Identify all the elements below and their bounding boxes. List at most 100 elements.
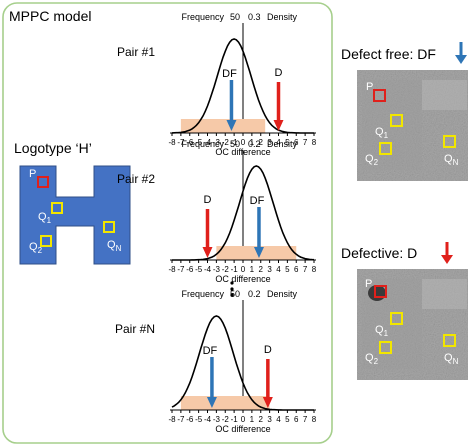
x-tick-label: 7 [303,415,308,424]
d-arrow-label: D [204,194,212,206]
x-tick-label: -6 [186,265,194,274]
histogram-band [180,119,266,133]
x-tick-label: 1 [250,415,255,424]
pair-label: Pair #N [115,322,155,336]
x-axis-title: OC difference [215,274,270,284]
d-arrow-label: D [264,344,272,356]
p-marker [37,176,49,188]
x-tick-label: 1 [250,265,255,274]
defect-free-title: Defect free: DF [341,46,436,62]
x-tick-label: -4 [204,138,212,147]
defect-free-image: P Q1 Q2 QN [357,70,468,181]
qn-label: QN [107,239,122,253]
x-tick-label: 7 [303,265,308,274]
x-tick-label: 4 [276,415,281,424]
d-arrow-head [273,120,284,131]
x-tick-label: -3 [213,415,221,424]
p-marker-d [374,285,387,298]
x-tick-label: -7 [177,415,185,424]
x-tick-label: 4 [276,138,281,147]
df-arrow-head [206,397,217,408]
q2-marker [40,235,52,247]
histogram-band [180,396,270,410]
frequency-label: Frequency [181,289,224,299]
x-tick-label: -5 [195,265,203,274]
x-tick-label: -6 [186,138,194,147]
x-tick-label: -8 [168,265,176,274]
x-tick-label: 5 [285,415,290,424]
frequency-label: Frequency [181,12,224,22]
d-indicator-arrow [441,242,453,264]
x-tick-label: -8 [168,138,176,147]
x-tick-label: -2 [222,265,230,274]
density-label: Density [267,289,298,299]
density-max-label: 0.3 [248,12,261,22]
x-tick-label: 8 [312,415,317,424]
frequency-max-label: 50 [230,12,240,22]
qn-label-df: QN [444,153,459,167]
frequency-max-label: 50 [230,289,240,299]
x-tick-label: 5 [285,265,290,274]
q1-label: Q1 [38,211,52,225]
x-tick-label: 1 [250,138,255,147]
x-tick-label: -5 [195,415,203,424]
df-arrow-label: DF [203,345,218,357]
x-tick-label: -3 [213,265,221,274]
x-tick-label: -4 [204,415,212,424]
x-tick-label: -2 [222,138,230,147]
logotype-title: Logotype ‘H’ [14,140,92,156]
q2-label-df: Q2 [365,153,379,167]
mppc-model-panel [2,2,333,444]
frequency-max-label: 50 [230,139,240,149]
df-arrow-head [253,247,264,258]
x-tick-label: -5 [195,138,203,147]
q1-marker-d [390,312,403,325]
x-tick-label: 2 [259,138,264,147]
density-label: Density [267,12,298,22]
frequency-label: Frequency [181,139,224,149]
d-arrow-head [202,247,213,258]
x-tick-label: -7 [177,265,185,274]
x-tick-label: 6 [294,138,299,147]
density-label: Density [267,139,298,149]
df-arrow-head [226,120,237,131]
x-tick-label: -1 [231,415,239,424]
df-arrow-label: DF [250,195,265,207]
vertical-ellipsis [230,281,234,297]
x-tick-label: 6 [294,265,299,274]
x-tick-label: 2 [259,265,264,274]
x-tick-label: -6 [186,415,194,424]
p-label-df: P [366,81,373,93]
qn-label-d: QN [444,352,459,366]
density-max-label: 0.2 [248,139,261,149]
x-tick-label: 7 [303,138,308,147]
x-tick-label: 5 [285,138,290,147]
qn-marker-d [443,334,456,347]
q2-label: Q2 [29,241,43,255]
x-tick-label: -4 [204,265,212,274]
x-tick-label: 8 [312,265,317,274]
x-axis-title: OC difference [215,424,270,434]
q2-marker-df [379,142,392,155]
x-tick-label: 2 [259,415,264,424]
x-tick-label: -3 [213,138,221,147]
x-tick-label: -1 [231,265,239,274]
p-marker-df [373,89,386,102]
x-tick-label: -7 [177,138,185,147]
x-tick-label: 0 [241,138,246,147]
density-max-label: 0.2 [248,289,261,299]
qn-marker-df [443,135,456,148]
x-tick-label: -8 [168,415,176,424]
histogram-band [216,246,297,260]
d-arrow-head [262,397,273,408]
q1-label-d: Q1 [375,324,389,338]
defective-image: P Q1 Q2 QN [357,269,468,380]
x-tick-label: 0 [241,265,246,274]
x-tick-label: 3 [267,265,272,274]
p-label-d: P [365,278,372,290]
q1-marker-df [390,114,403,127]
x-tick-label: -2 [222,415,230,424]
pair-label: Pair #1 [117,45,155,59]
df-indicator-arrow [455,42,467,64]
